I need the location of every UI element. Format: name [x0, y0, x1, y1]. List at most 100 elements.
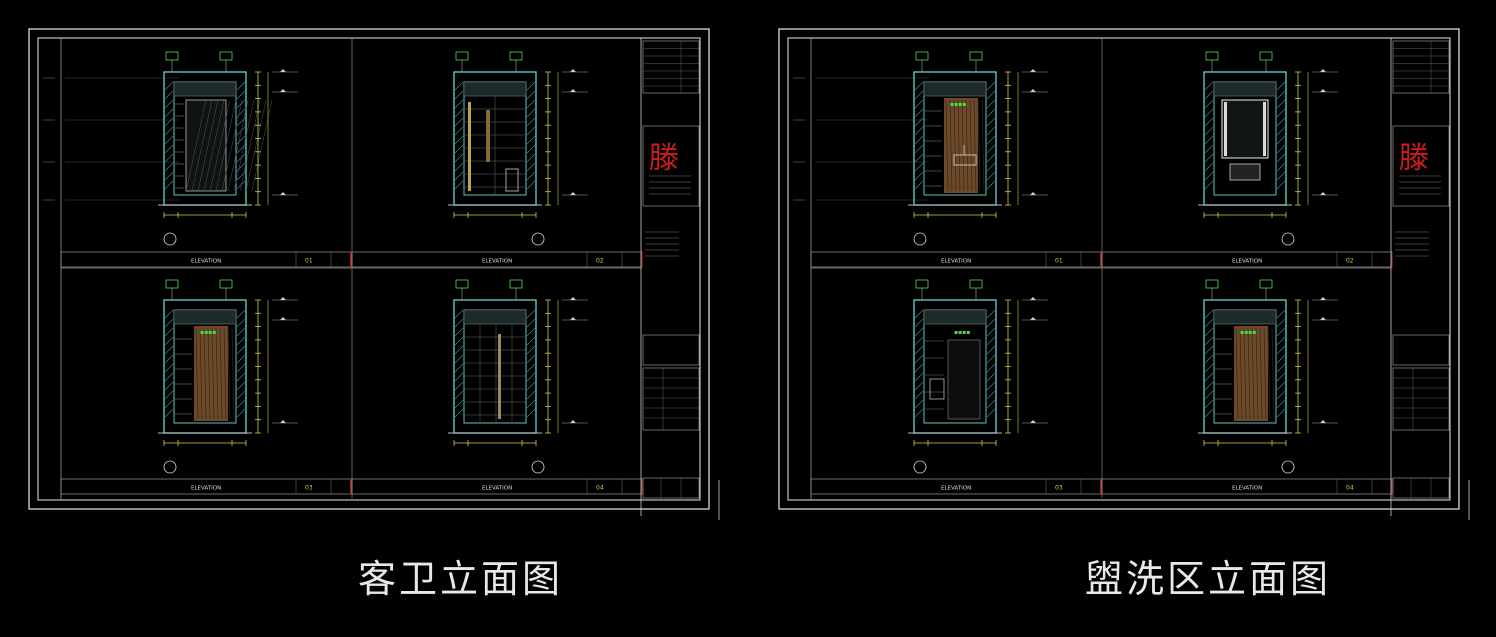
level-triangle [570, 69, 576, 72]
wall-hatch [986, 144, 996, 154]
wood-grain [207, 327, 211, 420]
wall-hatch [914, 171, 924, 181]
level-triangle [280, 192, 286, 195]
wall-hatch [236, 345, 246, 355]
wall-hatch [526, 126, 536, 136]
sheet-border [778, 28, 1460, 510]
glass-hatch [251, 99, 273, 192]
wall-hatch [1204, 162, 1214, 172]
dark-panel [947, 339, 981, 420]
level-triangle [280, 317, 286, 320]
wall-hatch [914, 117, 924, 127]
wall-hatch [454, 99, 464, 109]
wood-grain [227, 327, 231, 420]
top-tag [969, 279, 983, 289]
wall-hatch [986, 345, 996, 355]
caption-guest-bathroom-elevations: 客卫立面图 [358, 557, 564, 601]
wall-hatch [1204, 345, 1214, 355]
wall-hatch [236, 363, 246, 373]
glass-hatch [245, 99, 267, 192]
glass-hatch [197, 99, 219, 192]
wall-hatch [236, 327, 246, 337]
wall-hatch [526, 117, 536, 127]
wood-grain [203, 327, 207, 420]
level-triangle [280, 297, 286, 300]
wall-hatch [236, 309, 246, 319]
panel-label: ELEVATION [191, 259, 221, 265]
panel-number: 04 [1346, 485, 1354, 492]
wall-hatch [1204, 363, 1214, 373]
wall-hatch [164, 363, 174, 373]
wall-hatch [1204, 354, 1214, 364]
level-triangle [1030, 89, 1036, 92]
wall-hatch [526, 99, 536, 109]
toilet [505, 168, 519, 192]
wood-grain [1247, 327, 1251, 420]
material-tag: ▪▪▪▪ [1240, 329, 1256, 336]
wall-hatch [1204, 318, 1214, 328]
wall-hatch [164, 180, 174, 190]
approval-box [1392, 367, 1450, 431]
wall-hatch [164, 309, 174, 319]
panel-number: 03 [305, 485, 313, 492]
red-mark [350, 252, 352, 267]
level-triangle [1030, 420, 1036, 423]
mirror-light [1263, 102, 1266, 156]
wood-grain [953, 99, 957, 192]
level-triangle [1320, 69, 1326, 72]
top-tag [509, 279, 523, 289]
material-tag: ▪▪▪▪ [950, 101, 966, 108]
wall-hatch [164, 354, 174, 364]
wall-hatch [986, 90, 996, 100]
glass-hatch [203, 99, 225, 192]
wall-hatch [914, 372, 924, 382]
wall-hatch [454, 336, 464, 346]
level-triangle [280, 420, 286, 423]
wall-hatch [1276, 144, 1286, 154]
view-bubble [531, 460, 545, 474]
wall-hatch [526, 408, 536, 418]
panel-number: 04 [596, 485, 604, 492]
ceiling-band [463, 309, 527, 325]
wood-panel [944, 98, 978, 193]
wall-hatch [1204, 126, 1214, 136]
wall-hatch [914, 162, 924, 172]
level-triangle [280, 89, 286, 92]
wall-hatch [526, 318, 536, 328]
wall-hatch [454, 108, 464, 118]
ceiling-band [1213, 309, 1277, 325]
shower-rail [468, 102, 471, 191]
wall-hatch [914, 108, 924, 118]
wall-hatch [1204, 153, 1214, 163]
wall-hatch [164, 372, 174, 382]
wall-hatch [914, 345, 924, 355]
wood-grain [1243, 327, 1247, 420]
wall-hatch [986, 108, 996, 118]
wall-hatch [526, 327, 536, 337]
level-triangle [570, 420, 576, 423]
basin [929, 378, 945, 400]
glass-hatch [221, 99, 243, 192]
wall-hatch [236, 336, 246, 346]
wall-hatch [236, 108, 246, 118]
wood-grain [957, 99, 961, 192]
wall-hatch [1276, 108, 1286, 118]
top-tag [1205, 279, 1219, 289]
wall-hatch [1276, 381, 1286, 391]
wall-hatch [236, 162, 246, 172]
view-bubble [163, 232, 177, 246]
wall-hatch [164, 81, 174, 91]
wall-hatch [1204, 399, 1214, 409]
wall-hatch [526, 345, 536, 355]
wall-hatch [1276, 309, 1286, 319]
wood-grain [981, 99, 985, 192]
top-tag [969, 51, 983, 61]
wall-hatch [1276, 135, 1286, 145]
wall-hatch [1276, 336, 1286, 346]
wall-hatch [986, 318, 996, 328]
level-triangle [1320, 192, 1326, 195]
wall-hatch [164, 327, 174, 337]
level-triangle [280, 69, 286, 72]
wall-hatch [914, 381, 924, 391]
top-tag [1259, 279, 1273, 289]
